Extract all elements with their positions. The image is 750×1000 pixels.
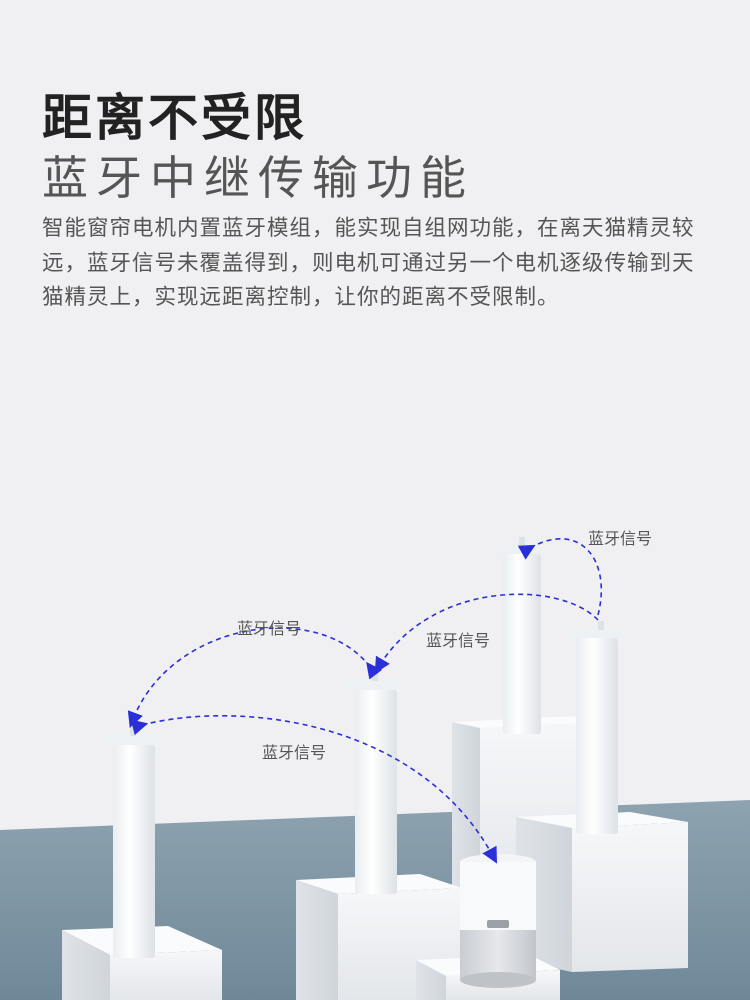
page-title: 距离不受限 (42, 89, 307, 147)
feature-description: 智能窗帘电机内置蓝牙模组，能实现自组网功能，在离天猫精灵较远，蓝牙信号未覆盖得到… (42, 216, 695, 310)
signal-label-bottom: 蓝牙信号 (262, 743, 326, 762)
signal-arc-right-to-center (374, 593, 599, 674)
signal-arcs (127, 538, 603, 864)
signal-arc-left-to-speaker (130, 714, 498, 864)
curtain-motor-back (495, 537, 545, 734)
signal-arc-center-to-left (127, 627, 383, 728)
curtain-motor-right (568, 621, 624, 834)
signal-label-left: 蓝牙信号 (237, 619, 301, 638)
signal-label-top: 蓝牙信号 (588, 529, 652, 548)
smart-speaker (460, 854, 536, 988)
signal-label-middle: 蓝牙信号 (426, 631, 490, 650)
signal-arc-back-to-right (517, 538, 603, 616)
pedestal-right (516, 812, 688, 972)
page-subtitle: 蓝牙中继传输功能 (42, 151, 474, 205)
